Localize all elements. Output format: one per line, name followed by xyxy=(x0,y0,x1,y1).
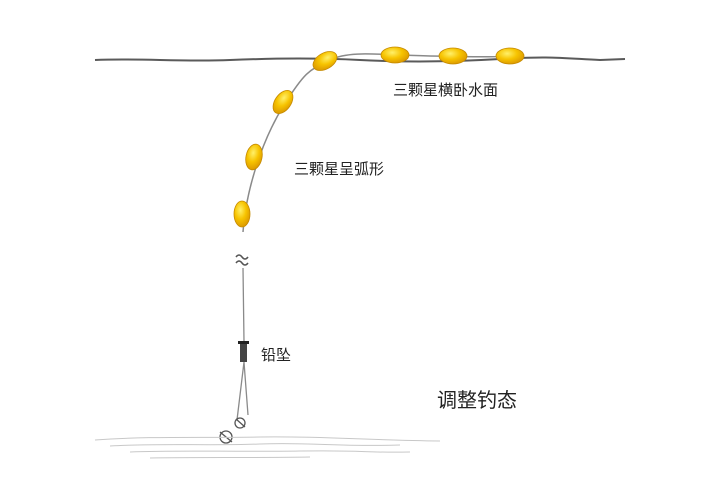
label-floats-flat: 三颗星横卧水面 xyxy=(393,81,499,99)
flat-floats xyxy=(380,46,525,65)
fishing-line-lower xyxy=(236,267,249,421)
arc-floats xyxy=(233,51,338,228)
diagram-title: 调整钓态 xyxy=(437,388,517,412)
sinker-icon xyxy=(238,341,249,362)
line-break-icon xyxy=(235,254,249,266)
label-floats-arc: 三颗星呈弧形 xyxy=(294,160,385,178)
float-flat-2 xyxy=(438,47,468,65)
float-arc-4 xyxy=(312,51,338,71)
lake-bottom xyxy=(94,436,441,459)
label-sinker: 铅坠 xyxy=(261,346,292,364)
water-surface-line xyxy=(94,56,626,63)
float-arc-1 xyxy=(233,200,251,228)
hook-icon xyxy=(219,417,246,444)
float-arc-3 xyxy=(272,90,294,114)
float-flat-3 xyxy=(495,47,525,65)
float-flat-1 xyxy=(380,46,410,64)
float-arc-2 xyxy=(245,143,263,171)
